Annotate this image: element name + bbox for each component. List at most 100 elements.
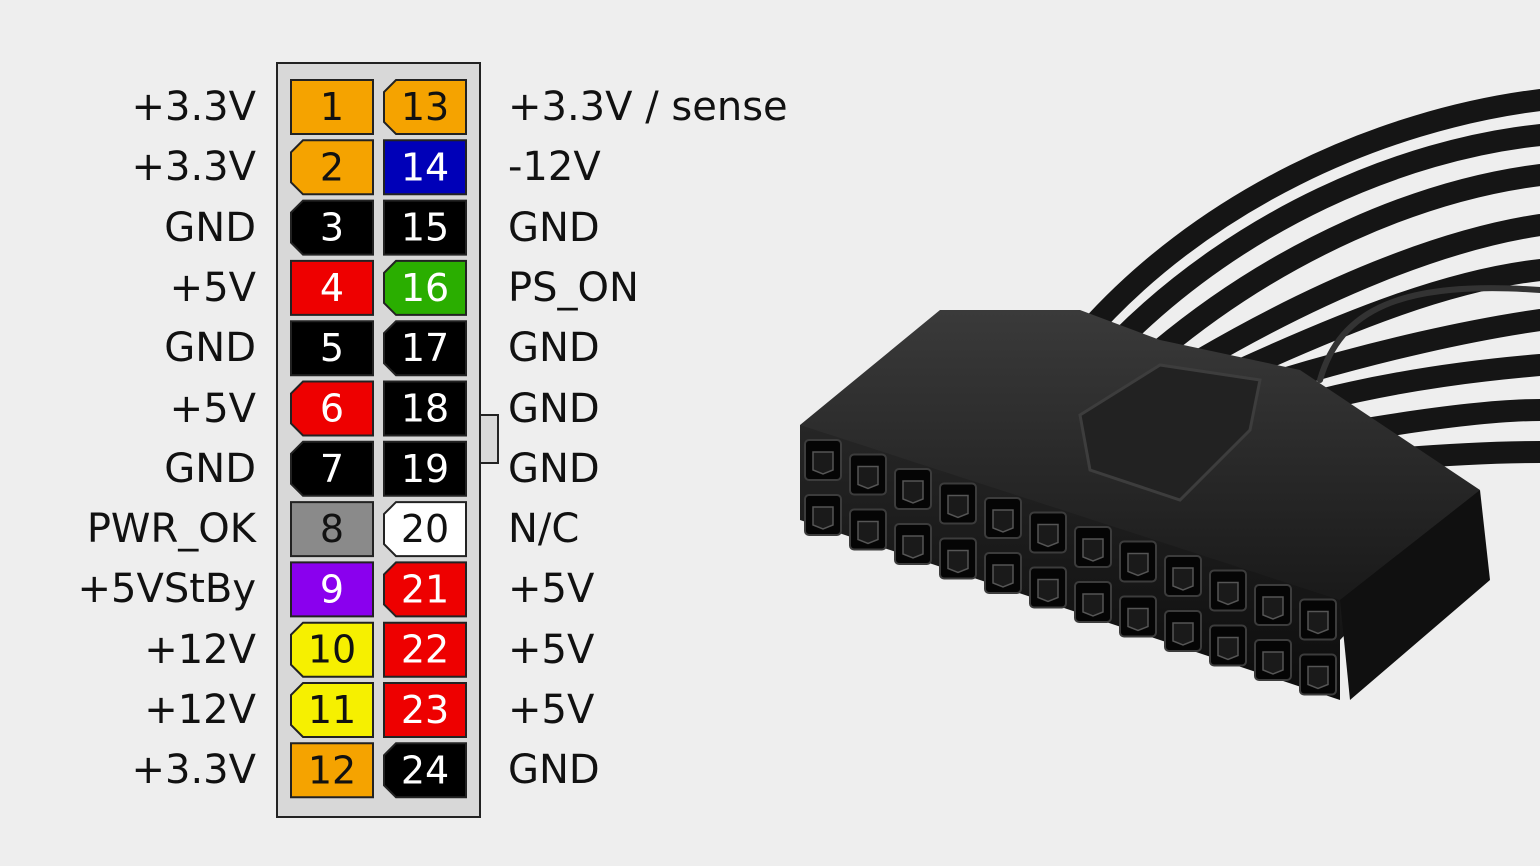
- signal-label-pin-16: PS_ON: [508, 264, 639, 311]
- pin-number-16: 16: [401, 266, 449, 310]
- pin-number-8: 8: [320, 507, 344, 551]
- pin-terminal: [812, 506, 834, 530]
- pin-terminal: [1217, 581, 1239, 606]
- connector-pin-holes: [804, 439, 1337, 696]
- pin-17: [383, 320, 467, 377]
- connector-front-face: [800, 425, 1340, 700]
- pin-21: [383, 561, 467, 618]
- pin-18: [383, 380, 467, 437]
- pin-number-12: 12: [308, 748, 356, 792]
- pin-terminal: [992, 564, 1014, 588]
- signal-label-pin-8: PWR_OK: [86, 506, 256, 553]
- pin-number-22: 22: [401, 628, 449, 672]
- pin-number-9: 9: [320, 567, 344, 611]
- pin-terminal: [857, 465, 879, 490]
- pin-number-18: 18: [401, 387, 449, 431]
- pin-23: [383, 682, 467, 738]
- pin-terminal: [812, 451, 834, 475]
- pin-number-23: 23: [401, 688, 449, 732]
- pin-terminal: [1217, 636, 1239, 661]
- pin-11: [290, 682, 374, 738]
- pin-terminal: [1172, 567, 1194, 591]
- signal-label-pin-9: +5VStBy: [77, 566, 256, 613]
- pin-4: [290, 259, 374, 316]
- pin-7: [290, 440, 374, 497]
- signal-label-pin-21: +5V: [508, 566, 595, 613]
- pin-24: [383, 742, 467, 799]
- pin-20: [383, 501, 467, 558]
- pin-12: [290, 742, 374, 799]
- pin-8: [290, 501, 374, 558]
- pin-number-3: 3: [320, 206, 344, 250]
- signal-label-pin-22: +5V: [508, 626, 595, 673]
- pin-terminal: [1172, 622, 1194, 646]
- pin-number-19: 19: [401, 447, 449, 491]
- pin-15: [383, 199, 467, 256]
- pin-terminal: [1037, 523, 1059, 548]
- pin-13: [383, 79, 467, 135]
- signal-label-pin-4: +5V: [169, 264, 256, 311]
- pin-terminal: [1082, 593, 1104, 617]
- connector-latch: [1078, 363, 1262, 502]
- pin-3: [290, 199, 374, 256]
- pin-number-7: 7: [320, 447, 344, 491]
- pin-number-13: 13: [401, 85, 449, 129]
- pin-1: [290, 79, 374, 135]
- pin-terminal: [902, 535, 924, 559]
- signal-label-pin-1: +3.3V: [131, 84, 257, 130]
- pin-terminal: [947, 494, 969, 519]
- signal-label-pin-20: N/C: [508, 506, 580, 553]
- signal-label-pin-2: +3.3V: [131, 144, 257, 191]
- signal-label-pin-10: +12V: [144, 626, 256, 673]
- pin-number-6: 6: [320, 387, 344, 431]
- signal-label-pin-15: GND: [508, 204, 600, 251]
- signal-label-pin-12: +3.3V: [131, 747, 257, 794]
- pin-14: [383, 139, 467, 196]
- pin-19: [383, 440, 467, 497]
- connector-side: [1340, 490, 1490, 700]
- signal-label-pin-13: +3.3V / sense: [508, 84, 788, 130]
- signal-label-pin-17: GND: [508, 325, 600, 372]
- pin-terminal: [992, 509, 1014, 533]
- pin-number-15: 15: [401, 206, 449, 250]
- atx-24pin-connector-photo: [800, 89, 1540, 700]
- pin-terminal: [947, 549, 969, 574]
- pin-number-21: 21: [401, 567, 449, 611]
- pin-5: [290, 320, 374, 377]
- pin-2: [290, 139, 374, 196]
- pin-number-5: 5: [320, 326, 344, 370]
- signal-label-pin-11: +12V: [144, 687, 256, 733]
- pin-number-10: 10: [308, 628, 356, 672]
- pin-6: [290, 380, 374, 437]
- signal-label-pin-23: +5V: [508, 687, 595, 733]
- pin-terminal: [1262, 651, 1284, 675]
- pin-number-1: 1: [320, 85, 344, 129]
- signal-label-pin-19: GND: [508, 445, 600, 492]
- pin-terminal: [1307, 610, 1329, 635]
- pin-terminal: [1037, 578, 1059, 603]
- pin-10: [290, 621, 374, 678]
- signal-label-pin-3: GND: [164, 204, 256, 251]
- pin-number-17: 17: [401, 326, 449, 370]
- pin-22: [383, 621, 467, 678]
- latch-tab: [479, 414, 499, 464]
- pin-number-14: 14: [401, 145, 449, 189]
- signal-label-pin-14: -12V: [508, 144, 601, 191]
- pin-number-4: 4: [320, 266, 344, 310]
- signal-label-pin-24: GND: [508, 747, 600, 794]
- pin-terminal: [1127, 607, 1149, 632]
- signal-label-pin-6: +5V: [169, 385, 256, 432]
- pin-terminal: [1127, 552, 1149, 577]
- signal-label-pin-7: GND: [164, 445, 256, 492]
- pin-terminal: [1307, 665, 1329, 690]
- pin-terminal: [1082, 538, 1104, 562]
- signal-label-pin-18: GND: [508, 385, 600, 432]
- pin-number-11: 11: [308, 688, 356, 732]
- pin-number-2: 2: [320, 145, 344, 189]
- pin-number-20: 20: [401, 507, 449, 551]
- pin-terminal: [857, 520, 879, 545]
- pin-9: [290, 561, 374, 618]
